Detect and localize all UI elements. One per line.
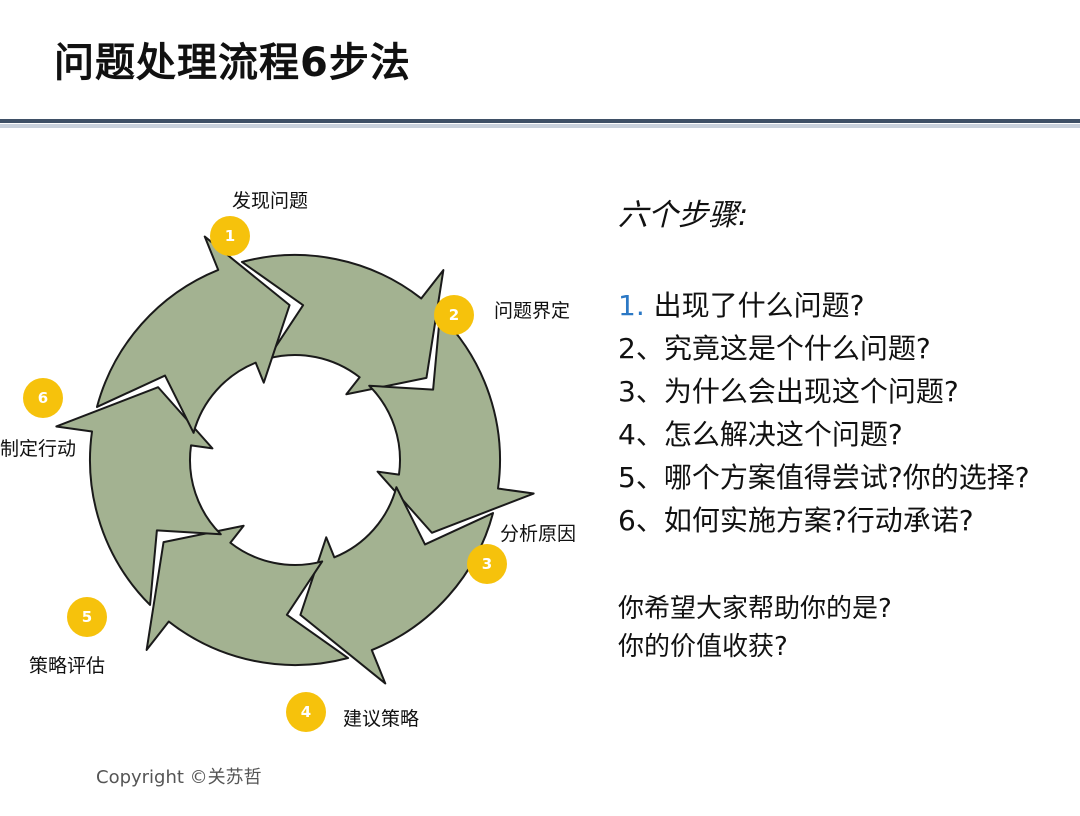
title-divider-shadow [0, 124, 1080, 128]
step-badge-4: 4 [286, 692, 326, 732]
copyright: Copyright ©关苏哲 [96, 767, 262, 788]
title-divider [0, 119, 1080, 123]
cycle-arrow-1 [240, 254, 445, 396]
list-item-number: 3、 [618, 375, 664, 408]
list-item-text: 为什么会出现这个问题? [663, 375, 959, 408]
list-item: 1. 出现了什么问题? [618, 284, 1030, 327]
step-list: 1. 出现了什么问题? 2、究竟这是个什么问题? 3、为什么会出现这个问题? 4… [618, 284, 1030, 542]
list-item-number: 6、 [618, 504, 664, 537]
list-item: 4、怎么解决这个问题? [618, 413, 1030, 456]
list-item-text: 出现了什么问题? [653, 289, 865, 322]
list-item-number: 2、 [618, 332, 664, 365]
list-item-number: 1. [618, 289, 645, 322]
panel-heading: 六个步骤: [618, 198, 749, 233]
step-label-5: 策略评估 [29, 655, 106, 677]
step-badge-2: 2 [434, 295, 474, 335]
list-item: 2、究竟这是个什么问题? [618, 327, 1030, 370]
question-help: 你希望大家帮助你的是? [618, 594, 892, 624]
step-badge-1: 1 [210, 216, 250, 256]
list-item-number: 4、 [618, 418, 664, 451]
step-label-2: 问题界定 [494, 300, 571, 322]
list-item: 3、为什么会出现这个问题? [618, 370, 1030, 413]
reflection-questions: 你希望大家帮助你的是? 你的价值收获? [618, 590, 892, 666]
list-item-text: 怎么解决这个问题? [663, 418, 903, 451]
question-value: 你的价值收获? [618, 632, 788, 662]
cycle-arrow-2 [368, 314, 535, 534]
list-item-text: 究竟这是个什么问题? [663, 332, 931, 365]
step-badge-5: 5 [67, 597, 107, 637]
cycle-arrow-6 [95, 235, 291, 434]
cycle-arrow-4 [145, 524, 350, 666]
slide-title: 问题处理流程6步法 [54, 40, 411, 86]
step-label-3: 分析原因 [500, 523, 577, 545]
list-item: 6、如何实施方案?行动承诺? [618, 499, 1030, 542]
list-item-number: 5、 [618, 461, 664, 494]
step-label-4: 建议策略 [343, 708, 420, 730]
list-item-text: 哪个方案值得尝试?你的选择? [663, 461, 1030, 494]
step-label-1: 发现问题 [232, 190, 309, 212]
list-item: 5、哪个方案值得尝试?你的选择? [618, 456, 1030, 499]
step-label-6: 制定行动 [0, 438, 77, 460]
list-item-text: 如何实施方案?行动承诺? [663, 504, 974, 537]
step-badge-3: 3 [467, 544, 507, 584]
cycle-arrow-5 [55, 386, 222, 606]
step-badge-6: 6 [23, 378, 63, 418]
